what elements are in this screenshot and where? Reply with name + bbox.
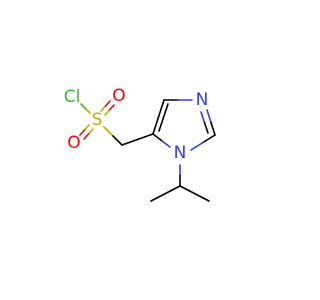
bond-n3-c2-b-half-1 xyxy=(200,111,206,124)
atom-label-sulfur: S xyxy=(92,110,103,130)
bond-s-o-top-b xyxy=(104,104,115,116)
molecule-canvas: Cl S O O N N xyxy=(63,86,216,202)
atom-label-ring-nitrogen: N xyxy=(196,90,209,110)
atom-label-oxygen-top: O xyxy=(112,86,125,106)
molecule-structure-diagram: Cl S O O N N xyxy=(64,86,216,202)
bond-ch-ch3-left xyxy=(150,185,181,202)
bond-ch2-c5 xyxy=(121,133,154,146)
bond-s-cl-half-1 xyxy=(84,107,91,114)
bond-s-o-top-a xyxy=(100,100,111,112)
bond-s-ch2-half-1 xyxy=(103,126,114,137)
bond-c5-c4-a xyxy=(152,99,165,135)
bond-c5-c4-a-half-1 xyxy=(152,116,160,135)
bond-s-ch2 xyxy=(103,126,123,146)
bond-s-o-bottom-b-half-2 xyxy=(83,133,90,140)
bond-n3-c2-b xyxy=(200,111,209,134)
bond-s-o-bottom-a-half-2 xyxy=(79,129,86,136)
bond-c5-c4-b xyxy=(158,103,169,132)
bond-s-o-top-a-half-1 xyxy=(100,105,107,112)
bond-n1-c5-half-1 xyxy=(160,139,171,148)
atom-label-layer: Cl S O O N N xyxy=(64,86,209,163)
bond-s-cl-half-2 xyxy=(80,103,87,110)
atom-label-oxygen-bottom: O xyxy=(67,133,80,153)
bond-s-o-top-b-half-2 xyxy=(108,104,115,111)
bond-ch-ch3-right xyxy=(179,185,210,202)
bond-layer xyxy=(79,99,216,202)
bond-s-o-bottom-b-half-1 xyxy=(87,128,94,135)
bond-s-o-bottom-a-half-1 xyxy=(83,124,90,131)
bond-ch2-c5-half-1 xyxy=(121,138,139,146)
bond-c2-n1 xyxy=(190,134,216,151)
atom-label-chlorine: Cl xyxy=(64,87,81,107)
bond-ch-ch3-right-half-1 xyxy=(179,185,196,195)
bond-ch-ch3-left-half-1 xyxy=(164,185,181,195)
bond-n3-c2-a-half-2 xyxy=(210,121,216,136)
bond-s-ch2-half-2 xyxy=(112,135,123,146)
bond-s-cl xyxy=(80,103,91,114)
bond-n1-c5 xyxy=(152,133,171,148)
bond-s-o-bottom-a xyxy=(79,124,90,136)
bond-s-o-top-b-half-1 xyxy=(104,109,111,116)
bond-s-o-top-a-half-2 xyxy=(104,100,111,107)
bond-s-o-bottom-b xyxy=(83,128,94,140)
bond-c5-c4-a-half-2 xyxy=(157,99,165,118)
bond-c2-n1-half-1 xyxy=(202,134,216,144)
atom-label-substituted-nitrogen: N xyxy=(174,143,187,163)
bond-ch-ch3-left-half-2 xyxy=(150,192,167,202)
bond-c5-c4-b-half-2 xyxy=(162,103,169,119)
bond-ch-ch3-right-half-2 xyxy=(193,192,210,202)
bond-n3-c2-a xyxy=(206,109,216,136)
bond-c2-n1-half-2 xyxy=(190,141,204,151)
bond-n3-c2-b-half-2 xyxy=(203,121,209,134)
bond-n3-c2-a-half-1 xyxy=(206,109,212,124)
bond-ch2-c5-half-2 xyxy=(136,133,154,141)
bond-n1-c5-half-2 xyxy=(152,133,163,142)
bond-c5-c4-b-half-1 xyxy=(158,116,165,132)
